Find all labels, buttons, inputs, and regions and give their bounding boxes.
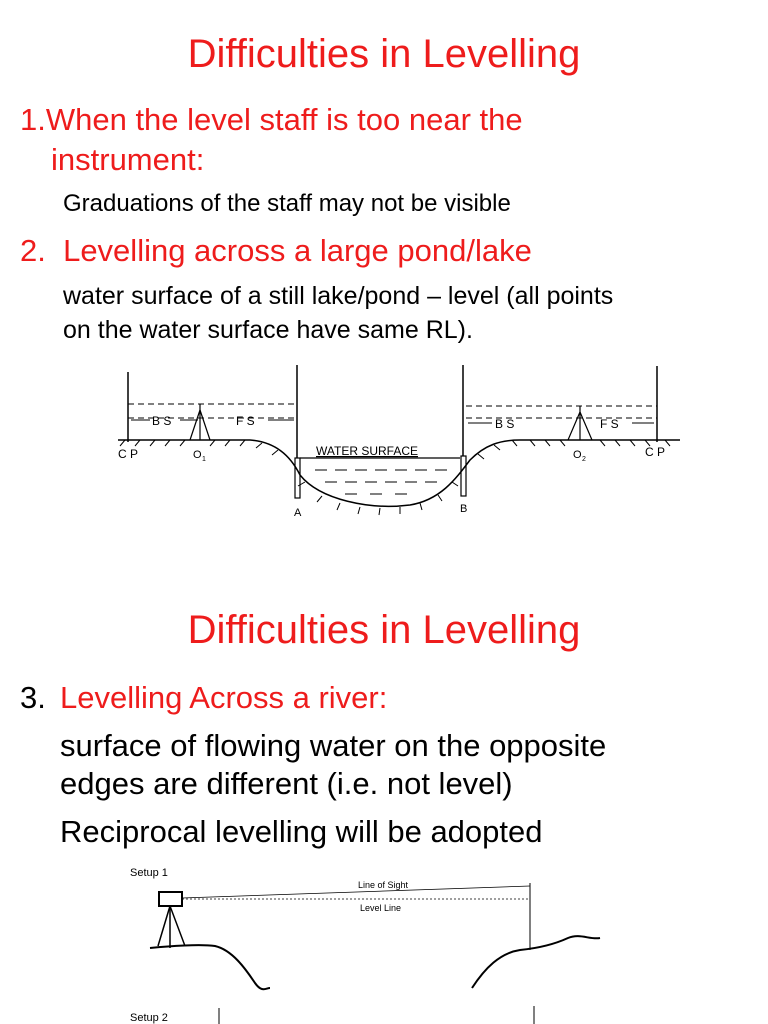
left-cp-label: C P — [118, 447, 138, 461]
slide-1-title: Difficulties in Levelling — [187, 32, 581, 76]
o2-label: O — [573, 449, 582, 461]
staff-a — [294, 457, 301, 499]
right-river-bank — [471, 935, 601, 989]
point-3-detail-line-3: Reciprocal levelling will be adopted — [60, 814, 543, 849]
level-line-label: Level Line — [360, 903, 401, 913]
slide-2-title: Difficulties in Levelling — [187, 608, 581, 652]
point-2-detail-line-2: on the water surface have same RL). — [63, 316, 473, 344]
point-3-number: 3. — [20, 680, 46, 715]
point-1-heading-line-1: 1.When the level staff is too near the — [20, 102, 523, 137]
point-1-heading-line-2: instrument: — [51, 142, 205, 177]
left-fs-label: F S — [236, 414, 255, 428]
left-river-bank — [149, 944, 271, 991]
right-bs-label: B S — [495, 417, 514, 431]
pond-levelling-diagram: B S F S B S F S C P C P O 1 O 2 WATER SU… — [118, 365, 680, 519]
o1-label: O — [193, 449, 202, 461]
point-3-heading: Levelling Across a river: — [60, 680, 388, 715]
point-a-label: A — [294, 507, 302, 519]
right-fs-label: F S — [600, 417, 619, 431]
point-3-detail-line-1: surface of flowing water on the opposite — [60, 728, 607, 763]
ground-profile — [118, 439, 680, 507]
reciprocal-levelling-diagram: Setup 1 Setup 2 Line of Sight Level Line — [130, 867, 601, 1024]
water-surface-label: WATER SURFACE — [316, 444, 418, 458]
left-bs-label: B S — [152, 414, 171, 428]
instrument-o2 — [567, 406, 593, 441]
o2-subscript: 2 — [582, 456, 586, 463]
level-instrument — [158, 891, 183, 907]
setup-1-label: Setup 1 — [130, 867, 168, 879]
setup-2-label: Setup 2 — [130, 1012, 168, 1024]
tripod — [157, 905, 186, 948]
water-dashes — [315, 469, 447, 495]
instrument-o1 — [189, 404, 211, 441]
ground-hatching — [119, 439, 671, 516]
line-of-sight-label: Line of Sight — [358, 880, 409, 890]
point-1-detail: Graduations of the staff may not be visi… — [63, 190, 511, 217]
o1-subscript: 1 — [202, 456, 206, 463]
point-2-heading: 2. Levelling across a large pond/lake — [20, 233, 532, 268]
point-b-label: B — [460, 503, 467, 515]
right-cp-label: C P — [645, 445, 665, 459]
staff-b — [460, 455, 467, 497]
point-2-detail-line-1: water surface of a still lake/pond – lev… — [63, 282, 614, 310]
line-of-sight — [181, 885, 531, 899]
point-3-detail-line-2: edges are different (i.e. not level) — [60, 766, 513, 801]
